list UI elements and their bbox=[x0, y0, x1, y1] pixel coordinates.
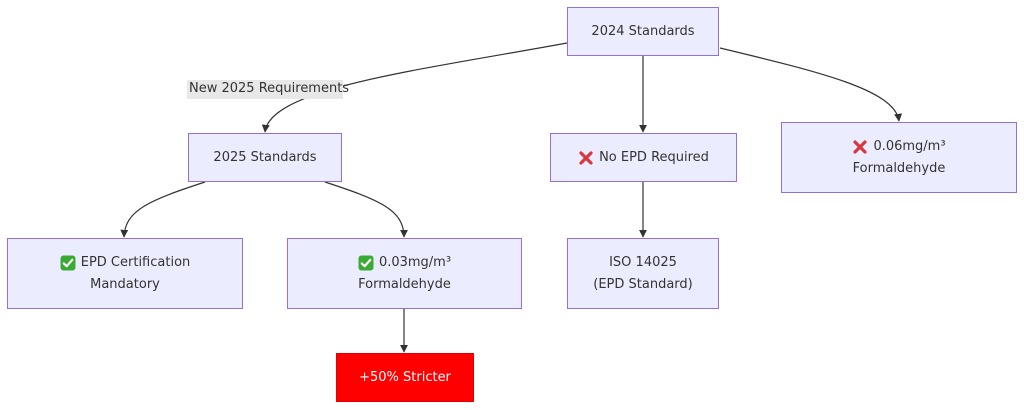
node-2024-standards-label: 2024 Standards bbox=[591, 23, 695, 39]
node-iso-14025: ISO 14025 (EPD Standard) bbox=[567, 238, 719, 309]
node-stricter-highlight: +50% Stricter bbox=[336, 353, 474, 402]
node-formaldehyde-006-name: Formaldehyde bbox=[852, 160, 946, 176]
node-formaldehyde-006: 0.06mg/m³ Formaldehyde bbox=[781, 122, 1017, 193]
node-epd-certification-mandatory: EPD Certification Mandatory bbox=[7, 238, 243, 309]
edge-2025-to-formaldehyde-003 bbox=[324, 181, 408, 238]
edge-2024-to-formaldehyde-006 bbox=[719, 47, 903, 122]
node-no-epd-required-label: No EPD Required bbox=[599, 149, 709, 165]
edge-label-new-2025-requirements: New 2025 Requirements bbox=[187, 80, 349, 99]
node-2024-standards: 2024 Standards bbox=[567, 7, 719, 56]
node-epd-certification-line2: Mandatory bbox=[90, 276, 160, 292]
check-mark-icon bbox=[358, 255, 374, 271]
cross-mark-icon bbox=[578, 150, 594, 166]
node-stricter-label: +50% Stricter bbox=[359, 369, 451, 385]
node-2025-standards: 2025 Standards bbox=[188, 133, 342, 182]
node-iso-14025-line1: ISO 14025 bbox=[609, 254, 677, 270]
node-formaldehyde-003: 0.03mg/m³ Formaldehyde bbox=[287, 238, 522, 309]
edge-2024-to-2025 bbox=[261, 42, 568, 133]
node-iso-14025-line2: (EPD Standard) bbox=[593, 276, 693, 292]
node-2025-standards-label: 2025 Standards bbox=[213, 149, 317, 165]
edge-2025-to-epd-mandatory bbox=[120, 181, 206, 238]
node-formaldehyde-003-value: 0.03mg/m³ bbox=[378, 254, 452, 270]
cross-mark-icon bbox=[852, 139, 868, 155]
node-no-epd-required: No EPD Required bbox=[550, 133, 737, 182]
node-formaldehyde-006-value: 0.06mg/m³ bbox=[873, 138, 946, 154]
node-formaldehyde-003-name: Formaldehyde bbox=[358, 276, 451, 292]
check-mark-icon bbox=[60, 255, 76, 271]
node-epd-certification-line1: EPD Certification bbox=[80, 254, 191, 270]
